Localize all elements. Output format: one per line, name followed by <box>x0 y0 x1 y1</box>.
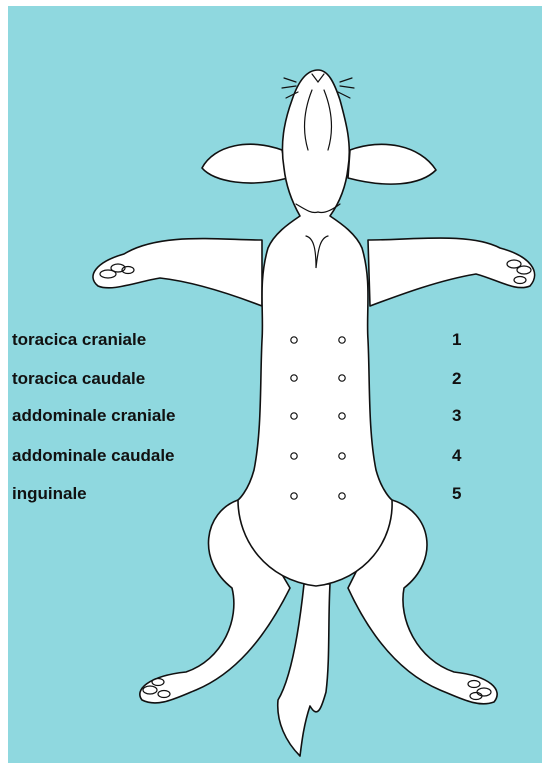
gland-label-3: addominale craniale <box>12 406 175 426</box>
gland-number-4: 4 <box>452 446 461 466</box>
teat-right-5 <box>339 493 345 499</box>
teat-left-1 <box>291 337 297 343</box>
teat-left-3 <box>291 413 297 419</box>
gland-label-1: toracica craniale <box>12 330 146 350</box>
left-ear <box>202 144 288 183</box>
right-foreleg <box>368 238 535 306</box>
right-ear <box>348 144 436 184</box>
teat-right-3 <box>339 413 345 419</box>
gland-label-2: toracica caudale <box>12 369 145 389</box>
gland-number-2: 2 <box>452 369 461 389</box>
gland-label-5: inguinale <box>12 484 87 504</box>
teat-left-4 <box>291 453 297 459</box>
teat-left-5 <box>291 493 297 499</box>
gland-number-5: 5 <box>452 484 461 504</box>
gland-number-3: 3 <box>452 406 461 426</box>
teat-left-2 <box>291 375 297 381</box>
teat-right-2 <box>339 375 345 381</box>
tail <box>278 584 330 756</box>
teat-right-4 <box>339 453 345 459</box>
teat-right-1 <box>339 337 345 343</box>
gland-number-1: 1 <box>452 330 461 350</box>
gland-label-4: addominale caudale <box>12 446 175 466</box>
